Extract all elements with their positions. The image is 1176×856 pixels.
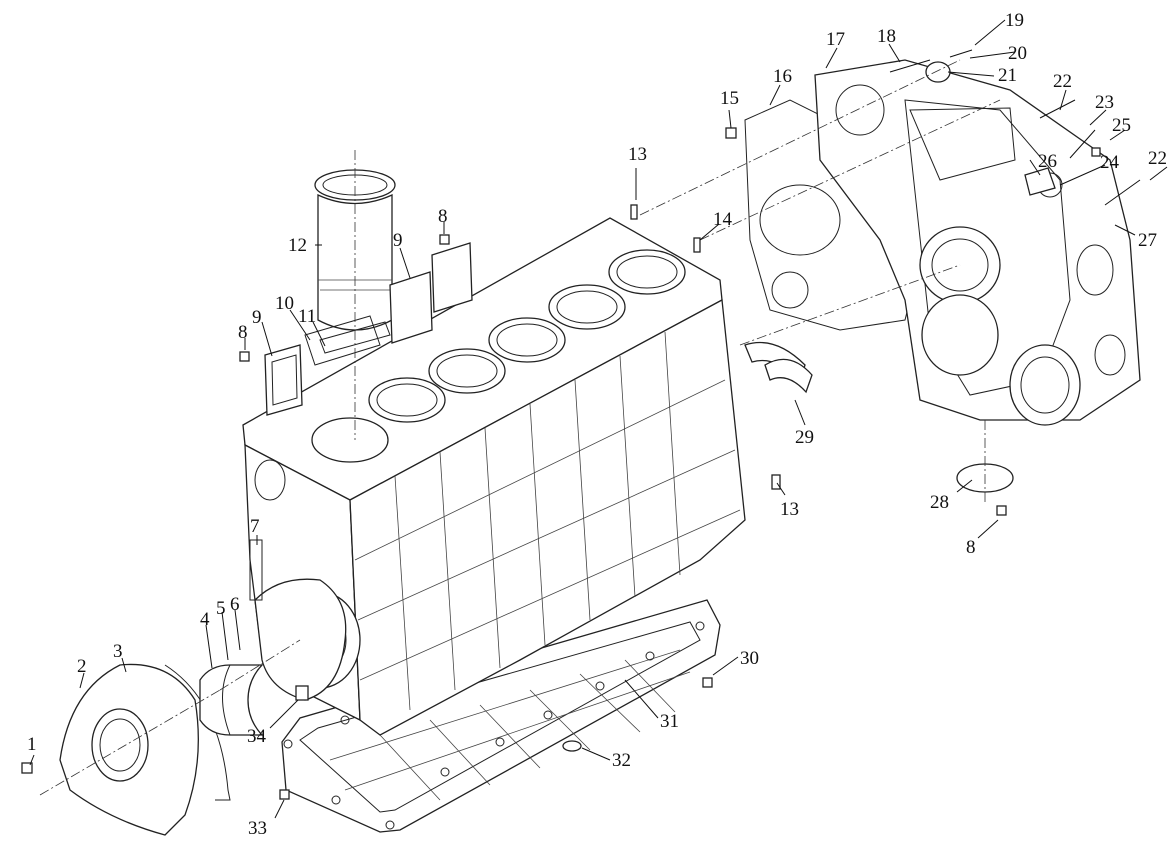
callout-13-top: 13 — [628, 144, 647, 165]
callout-9-left: 9 — [252, 307, 262, 328]
callout-25: 25 — [1112, 115, 1131, 136]
callout-labels: 1 2 3 4 5 6 7 8 8 8 9 9 10 11 12 13 13 1… — [27, 10, 1167, 839]
fasteners — [21, 49, 1141, 800]
callout-26: 26 — [1038, 151, 1057, 172]
callout-6: 6 — [230, 594, 240, 615]
callout-20: 20 — [1008, 43, 1027, 64]
callout-28: 28 — [930, 492, 949, 513]
callout-8-left: 8 — [238, 322, 248, 343]
callout-3: 3 — [113, 641, 123, 662]
callout-9-top: 9 — [393, 230, 403, 251]
callout-16: 16 — [773, 66, 792, 87]
callout-19: 19 — [1005, 10, 1024, 31]
callout-10: 10 — [275, 293, 294, 314]
side-covers — [264, 242, 473, 416]
callout-11: 11 — [298, 306, 316, 327]
callout-23: 23 — [1095, 92, 1114, 113]
callout-21: 21 — [998, 65, 1017, 86]
callout-18: 18 — [877, 26, 896, 47]
cylinder-bores — [311, 249, 686, 463]
callout-33: 33 — [248, 818, 267, 839]
callout-5: 5 — [216, 598, 226, 619]
callout-31: 31 — [660, 711, 679, 732]
leader-lines — [29, 19, 1168, 819]
callout-7: 7 — [250, 516, 260, 537]
callout-29: 29 — [795, 427, 814, 448]
callout-22-right: 22 — [1148, 148, 1167, 169]
callout-12: 12 — [288, 235, 307, 256]
timing-housing — [814, 59, 1141, 426]
callout-8-top: 8 — [438, 206, 448, 227]
callout-30: 30 — [740, 648, 759, 669]
callout-13-bottom: 13 — [780, 499, 799, 520]
callout-4: 4 — [200, 609, 210, 630]
assembly-axes — [39, 59, 1001, 796]
callout-2: 2 — [77, 656, 87, 677]
callout-15: 15 — [720, 88, 739, 109]
callout-14: 14 — [713, 209, 733, 230]
callout-34: 34 — [247, 726, 267, 747]
callout-24: 24 — [1100, 152, 1120, 173]
front-plate — [249, 539, 347, 701]
callout-32: 32 — [612, 750, 631, 771]
callout-8-right: 8 — [966, 537, 976, 558]
callout-27: 27 — [1138, 230, 1157, 251]
callout-17: 17 — [826, 29, 845, 50]
rear-seal-housing — [59, 663, 231, 836]
callout-22-top: 22 — [1053, 71, 1072, 92]
callout-1: 1 — [27, 734, 37, 755]
bearing-shells — [744, 341, 813, 394]
main-bearing-halves — [199, 664, 264, 736]
